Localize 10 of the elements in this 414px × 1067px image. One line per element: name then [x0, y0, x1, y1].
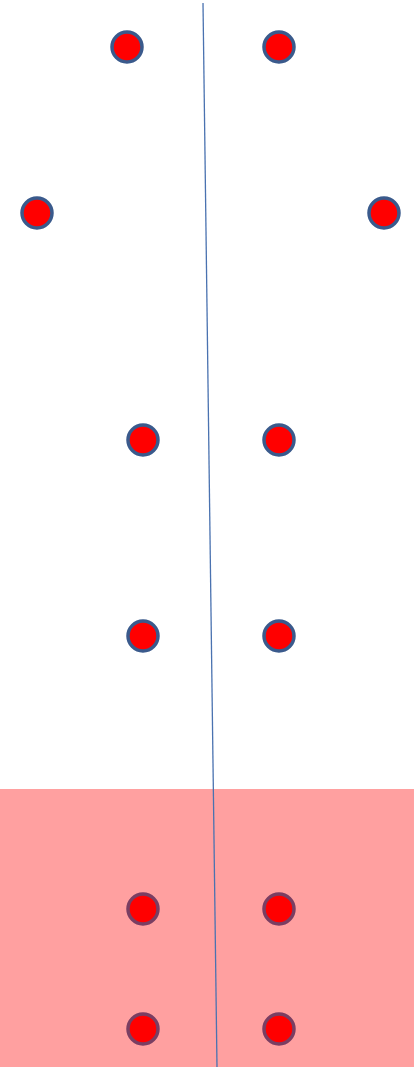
dot-marker: [262, 30, 296, 64]
dot-marker: [367, 196, 401, 230]
dot-marker: [20, 196, 54, 230]
dot-marker: [262, 619, 296, 653]
dot-marker: [126, 1012, 160, 1046]
dot-marker: [262, 423, 296, 457]
dot-marker: [110, 30, 144, 64]
dot-marker: [126, 619, 160, 653]
dot-marker: [126, 423, 160, 457]
dot-marker: [262, 1012, 296, 1046]
